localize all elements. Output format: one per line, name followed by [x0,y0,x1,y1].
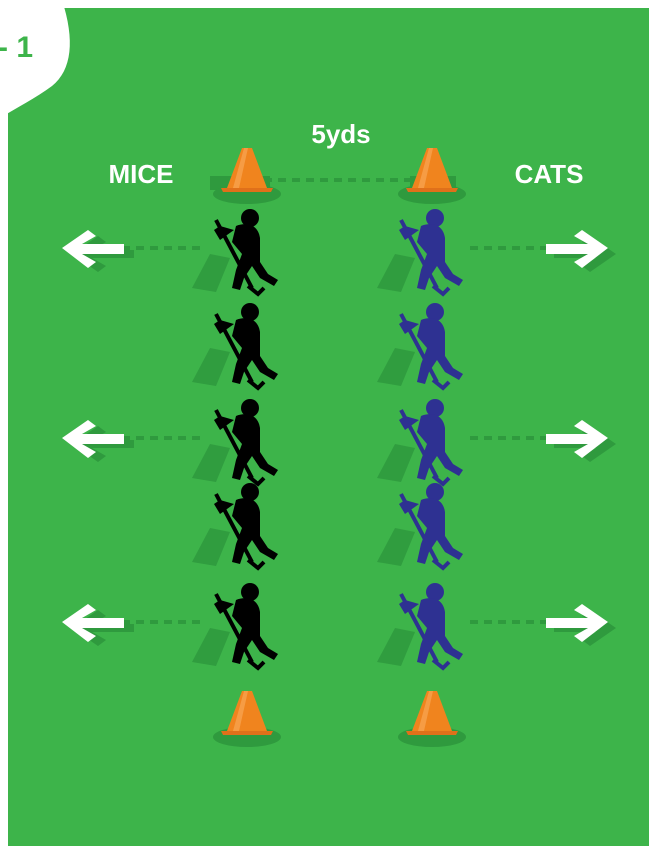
left-team-label: MICE [109,159,174,189]
badge [0,0,70,118]
field [8,8,649,846]
badge-text: - 1 [0,31,33,64]
distance-label: 5yds [311,119,370,149]
right-team-label: CATS [515,159,584,189]
